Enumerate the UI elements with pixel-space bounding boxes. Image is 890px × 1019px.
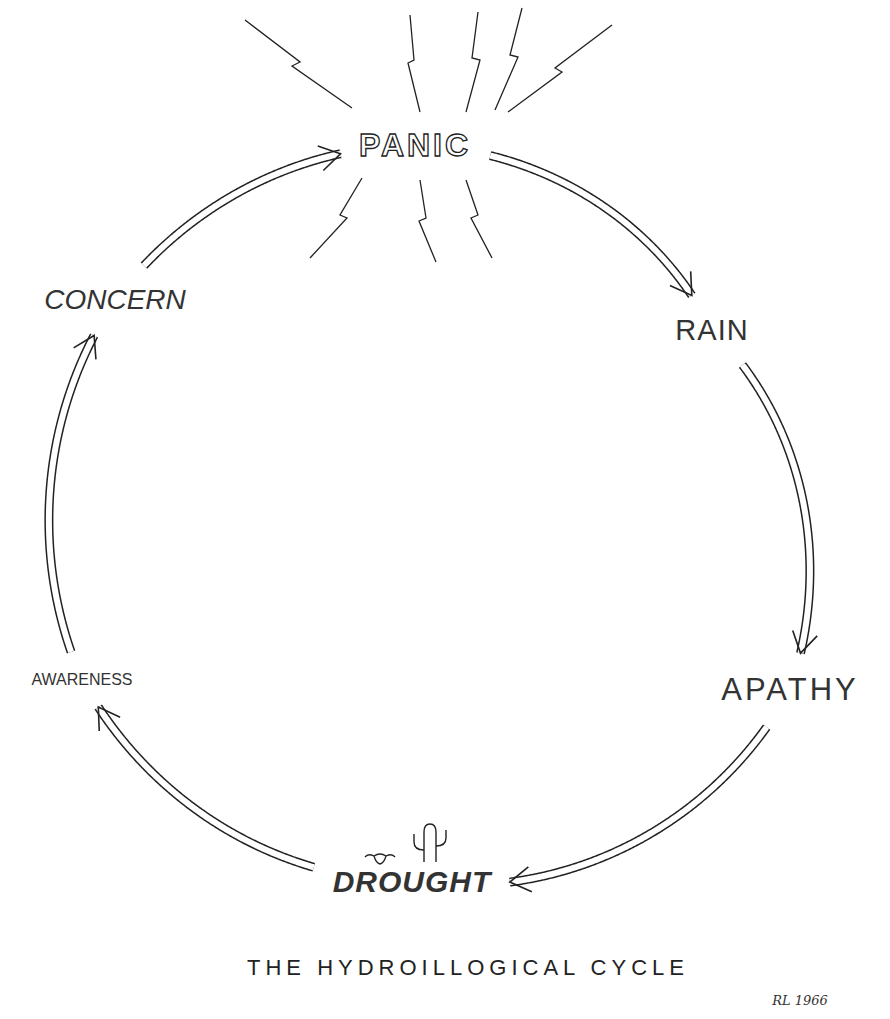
- cactus: [414, 824, 446, 862]
- arrow-head: [670, 271, 692, 295]
- stage-drought: DROUGHT: [329, 861, 496, 903]
- arrow-hollow: [490, 156, 692, 296]
- stage-label: DROUGHT: [333, 865, 492, 899]
- cycle-arrow: [490, 156, 692, 296]
- cycle-arrow: [49, 335, 96, 652]
- lightning-bolt: [508, 25, 612, 112]
- lightning-bolt: [466, 180, 492, 258]
- signature: RL 1966: [772, 993, 828, 1008]
- diagram-title: THE HYDROILLOGICAL CYCLE: [247, 955, 689, 981]
- arrow-head: [510, 867, 532, 892]
- cow-skull: [365, 854, 395, 864]
- stage-label: PANIC: [359, 127, 471, 164]
- arrow-hollow: [144, 154, 340, 266]
- stage-label: CONCERN: [44, 284, 186, 316]
- arrow-head: [793, 630, 817, 653]
- arrow-outline: [144, 154, 340, 266]
- stage-label: RAIN: [675, 314, 748, 347]
- lightning-bolt: [495, 8, 522, 110]
- lightning-bolt: [408, 15, 420, 112]
- arrow-hollow: [98, 707, 313, 867]
- arrow-head: [98, 707, 120, 731]
- stage-label: APATHY: [721, 672, 858, 708]
- skull-horn: [365, 855, 374, 857]
- arrow-outline: [490, 156, 692, 296]
- lightning-bolt: [466, 12, 480, 112]
- lightning-bolt: [245, 20, 352, 108]
- stage-rain: RAIN: [671, 310, 752, 351]
- arrow-outline: [98, 707, 313, 867]
- cactus-arm: [436, 830, 446, 846]
- skull-horn: [386, 855, 395, 857]
- lightning-bolts: [245, 8, 612, 262]
- cycle-arrow: [742, 365, 817, 653]
- cactus-trunk: [424, 824, 436, 862]
- skull-head: [374, 854, 386, 864]
- title-text: THE HYDROILLOGICAL CYCLE: [247, 955, 689, 981]
- stage-apathy: APATHY: [717, 668, 862, 712]
- stage-awareness: AWARENESS: [27, 667, 136, 693]
- stage-panic: PANIC: [355, 123, 475, 168]
- arrow-head: [318, 146, 341, 170]
- stage-concern: CONCERN: [40, 280, 190, 320]
- cycle-arrow: [510, 727, 767, 892]
- arrow-hollow: [742, 365, 809, 653]
- signature-block: RL 1966: [772, 993, 828, 1008]
- arrow-hollow: [510, 727, 767, 882]
- arrow-outline: [510, 727, 767, 882]
- cycle-arrow: [144, 146, 340, 266]
- lightning-bolt: [310, 178, 362, 258]
- stage-label: AWARENESS: [31, 671, 132, 689]
- cactus-arm: [414, 834, 424, 850]
- arrow-head: [74, 335, 96, 359]
- cycle-arrow: [98, 707, 313, 867]
- arrow-outline: [742, 365, 809, 653]
- arrow-hollow: [49, 335, 94, 652]
- arrow-outline: [49, 335, 94, 652]
- lightning-bolt: [419, 180, 436, 262]
